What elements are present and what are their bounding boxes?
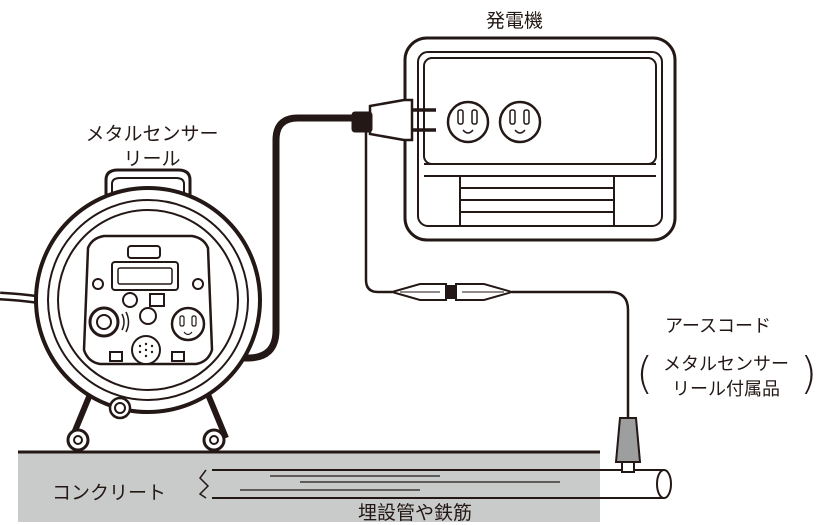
paren-open: ( (636, 348, 654, 399)
earth-cord-upper (364, 132, 392, 294)
buried-pipe (198, 469, 672, 499)
paren-close: ) (800, 348, 818, 399)
pipe-label: 埋設管や鉄筋 (358, 502, 473, 524)
earth-cord-label: アースコード (665, 316, 772, 337)
metal-sensor-reel (34, 168, 262, 452)
generator-vent (424, 163, 656, 226)
concrete-slab (18, 452, 600, 522)
accessory-note-line2: リール付属品 (672, 379, 780, 400)
reel-power-cable (236, 114, 355, 362)
generator-outlet (446, 100, 542, 144)
earth-clip (614, 417, 642, 473)
power-plug (351, 98, 436, 142)
reel-label: メタルセンサー リール (62, 122, 242, 172)
reel-label-line1: メタルセンサー (85, 123, 219, 145)
concrete-label: コンクリート (52, 482, 167, 504)
earth-cord-lower (512, 290, 630, 418)
cord-connector (388, 283, 516, 301)
accessory-note: メタルセンサー リール付属品 (651, 352, 801, 402)
accessory-note-line1: メタルセンサー (663, 354, 789, 375)
generator-label: 発電機 (486, 10, 544, 32)
reel-label-line2: リール (123, 148, 181, 170)
generator (403, 36, 677, 242)
